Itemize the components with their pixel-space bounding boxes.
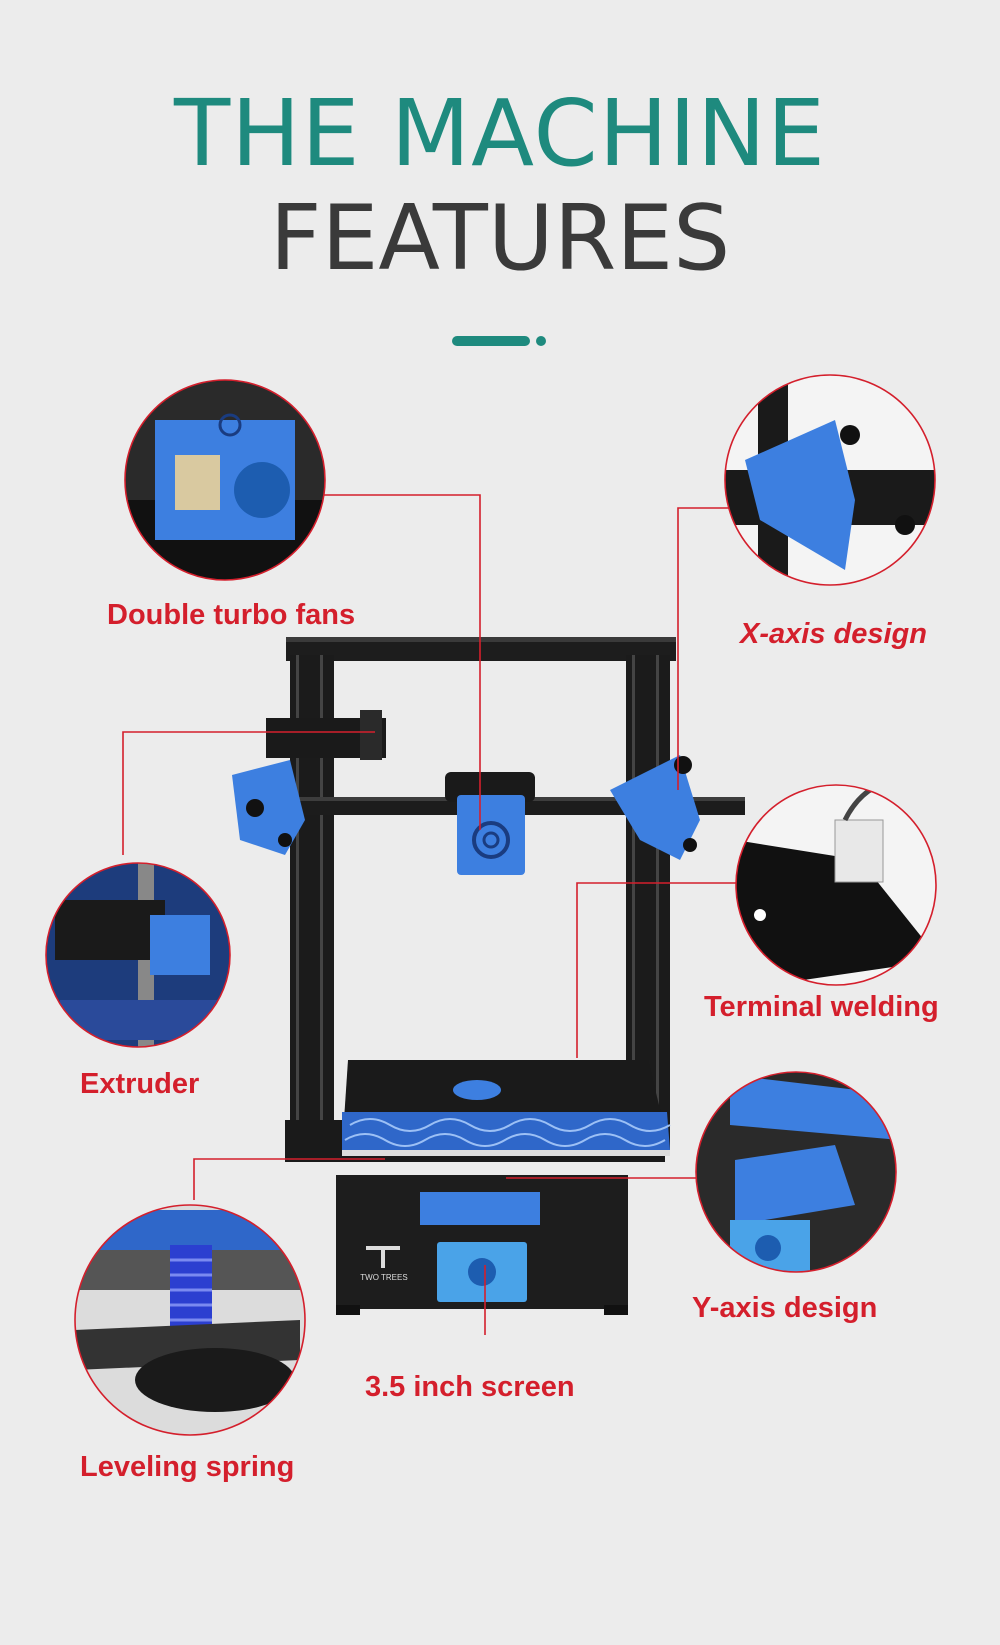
title-divider-dot	[536, 336, 546, 346]
x-gantry	[232, 755, 745, 875]
feature-circle-x-axis	[724, 374, 936, 586]
callout-lines	[122, 494, 738, 1335]
label-y-axis: Y-axis design	[692, 1292, 878, 1324]
feature-circle-y-axis	[695, 1071, 897, 1273]
title-line-2: FEATURES	[269, 186, 731, 291]
label-extruder: Extruder	[80, 1068, 200, 1100]
label-screen: 3.5 inch screen	[365, 1371, 575, 1403]
print-bed: TWO TREES	[285, 1060, 671, 1315]
title-line-1: THE MACHINE	[174, 80, 826, 187]
feature-circle-spring	[74, 1204, 306, 1436]
title-divider-bar	[452, 336, 530, 346]
label-spring: Leveling spring	[80, 1451, 295, 1483]
label-turbo-fans: Double turbo fans	[107, 599, 356, 631]
label-terminal: Terminal welding	[704, 991, 939, 1023]
feature-circle-turbo-fans	[124, 379, 326, 581]
brand-logo-text: TWO TREES	[360, 1273, 407, 1282]
label-x-axis: X-axis design	[740, 618, 927, 650]
printer-frame	[266, 637, 676, 1155]
feature-circle-extruder	[45, 862, 231, 1048]
feature-circle-terminal	[735, 784, 937, 986]
